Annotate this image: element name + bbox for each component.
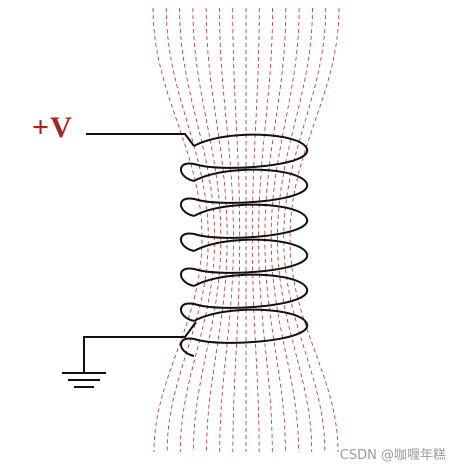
coil-turn [180, 238, 309, 287]
field-line [219, 7, 234, 453]
supply-wire [86, 133, 195, 147]
field-line [165, 7, 209, 453]
coil-turn [180, 273, 309, 322]
field-line [232, 7, 241, 453]
coil-turn [180, 168, 309, 217]
field-line [283, 7, 327, 453]
magnetic-field-lines [152, 7, 340, 453]
watermark: CSDN @咖喱年糕 [339, 448, 446, 463]
field-line [152, 7, 203, 453]
field-line [179, 7, 215, 453]
coil-turn [180, 308, 309, 357]
field-line [264, 7, 287, 453]
coil-turn [180, 133, 309, 182]
ground-wire [83, 321, 197, 373]
coil-turn [180, 203, 309, 252]
supply-voltage-label: +V [32, 111, 73, 144]
ground-symbol [62, 372, 106, 388]
field-line [205, 7, 228, 453]
field-line [192, 7, 222, 453]
coil [180, 133, 309, 357]
field-line [251, 7, 260, 453]
field-line [277, 7, 313, 453]
field-line [270, 7, 300, 453]
field-line [258, 7, 273, 453]
